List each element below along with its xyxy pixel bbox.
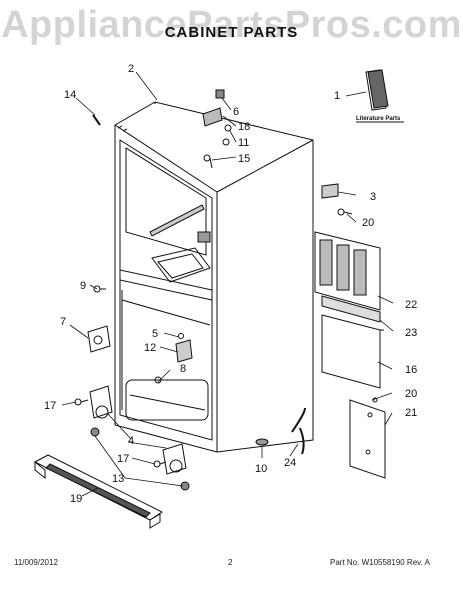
part-23-strip bbox=[321, 295, 381, 323]
literature-label: Literature Parts bbox=[356, 116, 401, 122]
callout-21: 21 bbox=[405, 407, 417, 419]
callout-20-bottom: 20 bbox=[405, 388, 417, 400]
right-roller-assembly bbox=[153, 443, 190, 491]
part-14-fastener bbox=[92, 114, 101, 126]
footer-page-number: 2 bbox=[228, 558, 233, 567]
part-24-tube bbox=[291, 407, 306, 455]
callout-16: 16 bbox=[405, 364, 417, 376]
callout-19: 19 bbox=[70, 493, 82, 505]
refrigerator-cabinet bbox=[114, 101, 314, 453]
callout-17-left: 17 bbox=[44, 400, 56, 412]
callout-23: 23 bbox=[405, 327, 417, 339]
callout-4: 4 bbox=[128, 435, 134, 447]
callout-18: 18 bbox=[238, 121, 250, 133]
left-roller-assembly bbox=[74, 385, 113, 437]
part-19-grille bbox=[33, 454, 163, 529]
part-7-module bbox=[87, 325, 111, 353]
parts-5-12-bracket bbox=[175, 333, 193, 363]
callout-labels: 1 2 14 6 18 11 15 3 20 22 23 9 7 5 12 8 … bbox=[44, 63, 417, 505]
callout-22: 22 bbox=[405, 299, 417, 311]
callout-24: 24 bbox=[284, 457, 296, 469]
callout-7: 7 bbox=[60, 316, 66, 328]
leader-lines bbox=[61, 71, 394, 497]
callout-13: 13 bbox=[112, 473, 124, 485]
part-16-panel bbox=[321, 314, 384, 389]
callout-10: 10 bbox=[255, 463, 267, 475]
part-21-plate bbox=[349, 397, 386, 479]
callout-6: 6 bbox=[233, 106, 239, 118]
callout-8: 8 bbox=[180, 363, 186, 375]
footer-part-number: Part No. W10558190 Rev. A bbox=[330, 558, 430, 567]
callout-12: 12 bbox=[144, 342, 156, 354]
literature-booklet: Literature Parts bbox=[356, 69, 404, 123]
callout-11: 11 bbox=[238, 137, 249, 149]
watermark: AppliancePartsPros.com bbox=[1, 4, 462, 46]
callout-17-right: 17 bbox=[117, 453, 129, 465]
part-22-compartment-cover bbox=[314, 208, 381, 311]
part-10-foot bbox=[255, 438, 269, 446]
footer-date: 11/009/2012 bbox=[14, 558, 58, 567]
callout-3: 3 bbox=[370, 191, 376, 203]
callout-9: 9 bbox=[80, 280, 86, 292]
diagram-title: CABINET PARTS bbox=[164, 24, 299, 41]
top-hinge-assembly bbox=[202, 89, 232, 169]
part-9-screw bbox=[93, 285, 106, 293]
callout-15: 15 bbox=[238, 153, 250, 165]
part-3-plug bbox=[321, 183, 339, 199]
callout-20-top: 20 bbox=[362, 217, 374, 229]
callout-1: 1 bbox=[334, 90, 340, 102]
callout-14: 14 bbox=[64, 89, 76, 101]
callout-2: 2 bbox=[128, 63, 134, 75]
callout-5: 5 bbox=[152, 328, 158, 340]
